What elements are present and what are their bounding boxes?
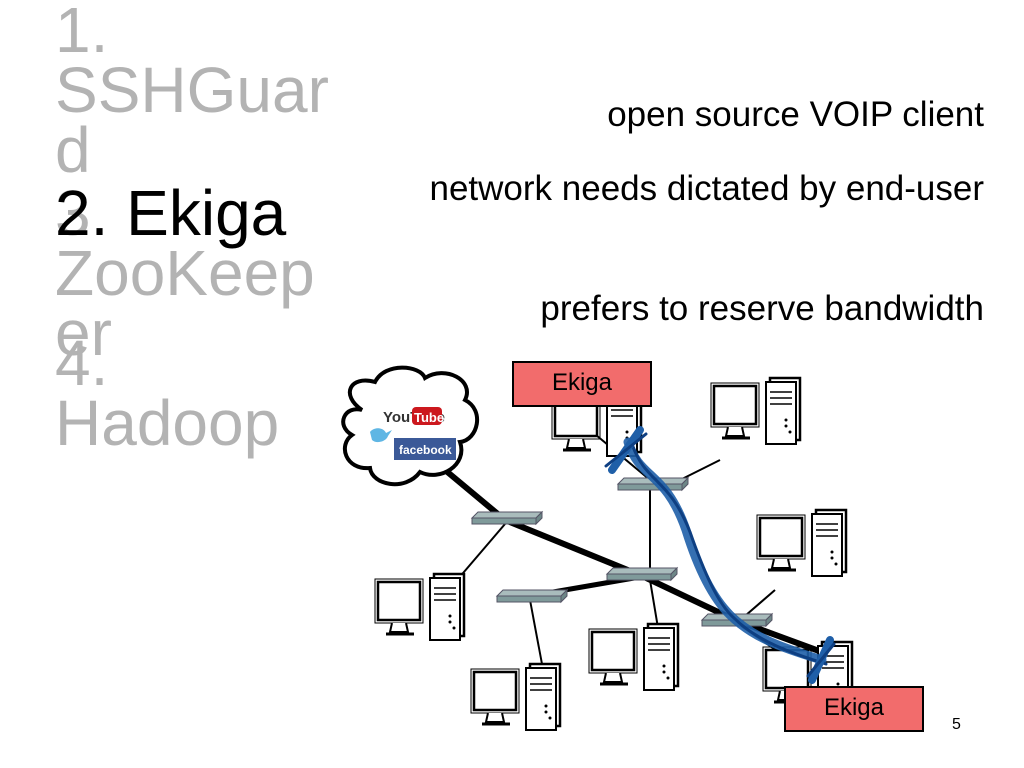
switch-icon (606, 567, 678, 581)
ekiga-endpoint-label-bottom: Ekiga (784, 686, 924, 732)
twitter-bird-icon (370, 428, 392, 443)
computer-icon (587, 622, 680, 692)
facebook-logo-text: facebook (399, 443, 452, 457)
nav-item-hadoop: 4. Hadoop (55, 327, 280, 459)
computer-icon (373, 572, 466, 642)
computer-icon (755, 508, 848, 578)
internet-cloud-icon: YouTube Tube facebook (341, 365, 480, 487)
svg-text:Tube: Tube (414, 410, 444, 425)
bullet-reserve-bandwidth: prefers to reserve bandwidth (540, 289, 984, 328)
computer-icon (709, 376, 802, 446)
nav-item-sshguard: 1. SSHGuar d (55, 0, 329, 186)
switch-icon (471, 511, 543, 525)
bullet-network-needs: network needs dictated by end-user (429, 169, 985, 208)
bullet-voip-client: open source VOIP client (607, 95, 984, 134)
computer-icon (469, 662, 562, 732)
reserved-path-scribble (604, 426, 836, 684)
nav-item-zookeeper: 3. ZooKeep er (55, 177, 315, 369)
network-diagram: YouTube Tube facebook (341, 365, 854, 732)
ekiga-endpoint-label-top: Ekiga (512, 361, 652, 407)
nav-item-ekiga-active: 2. Ekiga (55, 177, 287, 249)
switch-icon (496, 589, 568, 603)
page-number: 5 (952, 716, 961, 733)
